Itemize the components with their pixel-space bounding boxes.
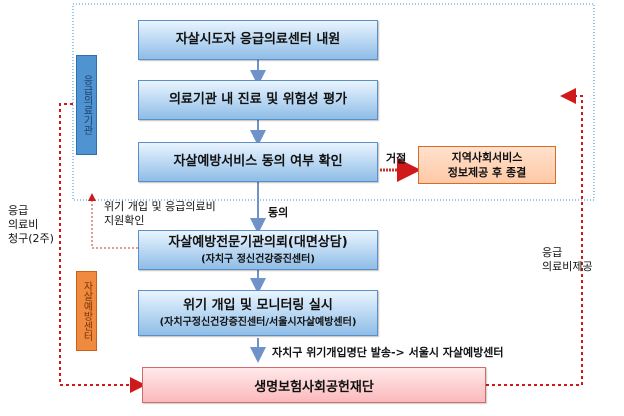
arrow-right-provide: [486, 88, 583, 386]
note-left-line3: 청구(2주): [8, 232, 54, 245]
note-refuse: 거절: [386, 152, 407, 165]
step-referral-label: 자살예방전문기관의뢰(대면상담): [168, 234, 348, 250]
box-life-insurance-foundation: 생명보험사회공헌재단: [142, 367, 486, 403]
tab-suicide-prevention-label: 자살예방센터: [81, 281, 92, 341]
step-monitoring: 위기 개입 및 모니터링 실시 (자치구정신건강증진센터/서울시자살예방센터): [138, 290, 378, 336]
step-assessment: 의료기관 내 진료 및 위험성 평가: [138, 80, 378, 120]
arrow-crisis-check: [88, 193, 138, 249]
note-bottom: 자치구 위기개입명단 발송-> 서울시 자살예방센터: [272, 346, 504, 359]
note-crisis-line2: 지원확인: [104, 214, 145, 227]
box-community-service-line1: 지역사회서비스: [451, 151, 523, 164]
step-monitoring-label: 위기 개입 및 모니터링 실시: [183, 297, 333, 313]
step-er-visit: 자살시도자 응급의료센터 내원: [138, 20, 378, 60]
note-crisis-line1: 위기 개입 및 응급의료비: [104, 200, 216, 213]
note-left-line1: 응급: [8, 204, 29, 217]
box-community-service: 지역사회서비스 정보제공 후 종결: [418, 146, 556, 184]
step-consent-check-label: 자살예방서비스 동의 여부 확인: [173, 154, 343, 169]
tab-emergency-hospital-label: 응급의료기관: [81, 75, 92, 135]
step-assessment-label: 의료기관 내 진료 및 위험성 평가: [168, 92, 348, 107]
step-consent-check: 자살예방서비스 동의 여부 확인: [138, 142, 378, 182]
step-monitoring-sub: (자치구정신건강증진센터/서울시자살예방센터): [159, 316, 357, 328]
box-life-insurance-foundation-label: 생명보험사회공헌재단: [254, 379, 374, 395]
step-er-visit-label: 자살시도자 응급의료센터 내원: [175, 32, 341, 47]
note-agree: 동의: [268, 206, 289, 219]
hospital-section-frame: [72, 3, 595, 201]
note-left-line2: 의료비: [8, 218, 39, 231]
note-right-line1: 응급: [542, 246, 563, 259]
tab-emergency-hospital: 응급의료기관: [76, 55, 97, 155]
step-referral: 자살예방전문기관의뢰(대면상담) (자치구 정신건강증진센터): [138, 230, 378, 270]
arrow-left-claim: [59, 103, 146, 393]
step-referral-sub: (자치구 정신건강증진센터): [201, 253, 315, 265]
note-right-line2: 의료비제공: [542, 260, 593, 273]
box-community-service-line2: 정보제공 후 종결: [447, 166, 527, 179]
tab-suicide-prevention: 자살예방센터: [76, 271, 97, 351]
